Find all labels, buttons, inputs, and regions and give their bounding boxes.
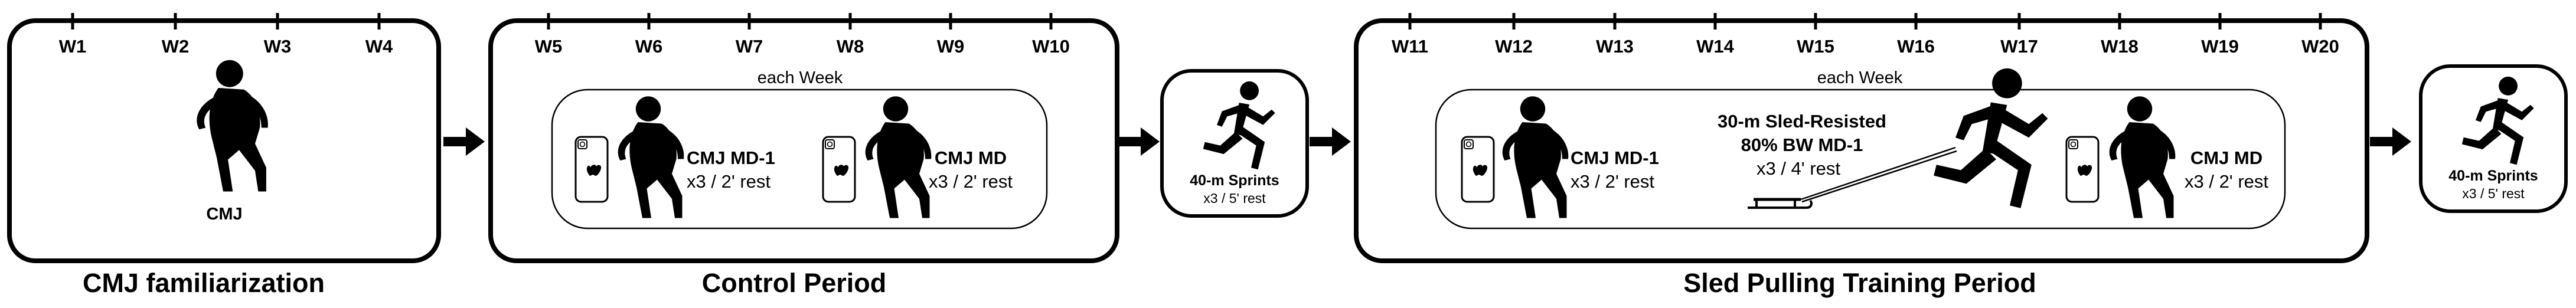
test-title: CMJ MD: [935, 148, 1007, 168]
sled-title-line2: 80% BW MD-1: [1741, 135, 1863, 155]
test-title: CMJ MD-1: [1571, 148, 1659, 168]
phase-familiarization: W1 W2 W3 W4 CMJ CMJ familiarization: [7, 13, 441, 298]
sprint-detail: x3 / 5' rest: [2462, 186, 2525, 201]
arrow-icon: [2370, 127, 2411, 156]
week-label: W11: [1392, 36, 1428, 57]
week-label: W19: [2201, 36, 2239, 57]
week-label: W18: [2101, 36, 2138, 57]
phase-box: [1354, 18, 2369, 263]
arrow-icon: [443, 127, 485, 156]
week-label: W15: [1797, 36, 1834, 57]
sprint-title: 40-m Sprints: [2448, 168, 2538, 184]
week-ticks: [1408, 13, 2322, 30]
week-label: W14: [1696, 36, 1735, 57]
sprint-test-2: 40-m Sprints x3 / 5' rest: [2419, 64, 2568, 213]
test-detail: x3 / 2' rest: [929, 171, 1013, 192]
arrow-icon: [1310, 127, 1351, 156]
sprint-title: 40-m Sprints: [1190, 172, 1279, 189]
week-ticks: [547, 13, 1053, 30]
weekly-schedule-title: each Week: [1817, 68, 1903, 87]
week-label: W8: [837, 36, 864, 57]
test-detail: x3 / 2' rest: [687, 171, 770, 192]
week-label: W9: [937, 36, 965, 57]
phone-device-icon: [2065, 136, 2100, 203]
test-detail: x3 / 2' rest: [1571, 171, 1654, 192]
week-label: W12: [1495, 36, 1533, 57]
phone-device-icon: [1461, 136, 1495, 203]
phase-control: W5 W6 W7 W8 W9 W10 each Week CMJ MD-1 x3…: [488, 13, 1119, 298]
week-label: W20: [2301, 36, 2339, 57]
phase-sled-training: W11 W12 W13 W14 W15 W16 W17 W18 W19 W20 …: [1354, 13, 2369, 298]
week-label: W17: [2000, 36, 2038, 57]
activity-label: CMJ: [206, 205, 242, 224]
week-label: W1: [59, 36, 87, 57]
week-label: W10: [1032, 36, 1070, 57]
arrow-icon: [1118, 127, 1160, 156]
sprint-detail: x3 / 5' rest: [1203, 191, 1266, 206]
week-label: W5: [535, 36, 563, 57]
sled-icon: [1748, 146, 1957, 209]
week-label: W4: [365, 36, 393, 57]
week-label: W6: [635, 36, 663, 57]
weekly-schedule-title: each Week: [758, 68, 843, 87]
week-label: W13: [1596, 36, 1634, 57]
week-label: W3: [264, 36, 292, 57]
phase-label: Control Period: [702, 268, 887, 298]
phone-device-icon: [574, 136, 609, 203]
week-label: W2: [162, 36, 190, 57]
phase-label: CMJ familiarization: [83, 268, 325, 298]
week-label: W16: [1897, 36, 1935, 57]
weekly-schedule-box: [1435, 89, 2286, 230]
week-ticks: [71, 13, 381, 30]
week-label: W7: [736, 36, 763, 57]
test-title: CMJ MD: [2190, 148, 2262, 168]
test-title: CMJ MD-1: [687, 148, 775, 168]
weekly-schedule-box: [551, 89, 1048, 230]
phone-device-icon: [822, 136, 856, 203]
phase-label: Sled Pulling Training Period: [1683, 268, 2036, 298]
sled-detail: x3 / 4' rest: [1756, 158, 1840, 179]
test-detail: x3 / 2' rest: [2185, 171, 2268, 192]
sprint-test-1: 40-m Sprints x3 / 5' rest: [1160, 69, 1309, 218]
sled-title-line1: 30-m Sled-Resisted: [1718, 111, 1886, 132]
